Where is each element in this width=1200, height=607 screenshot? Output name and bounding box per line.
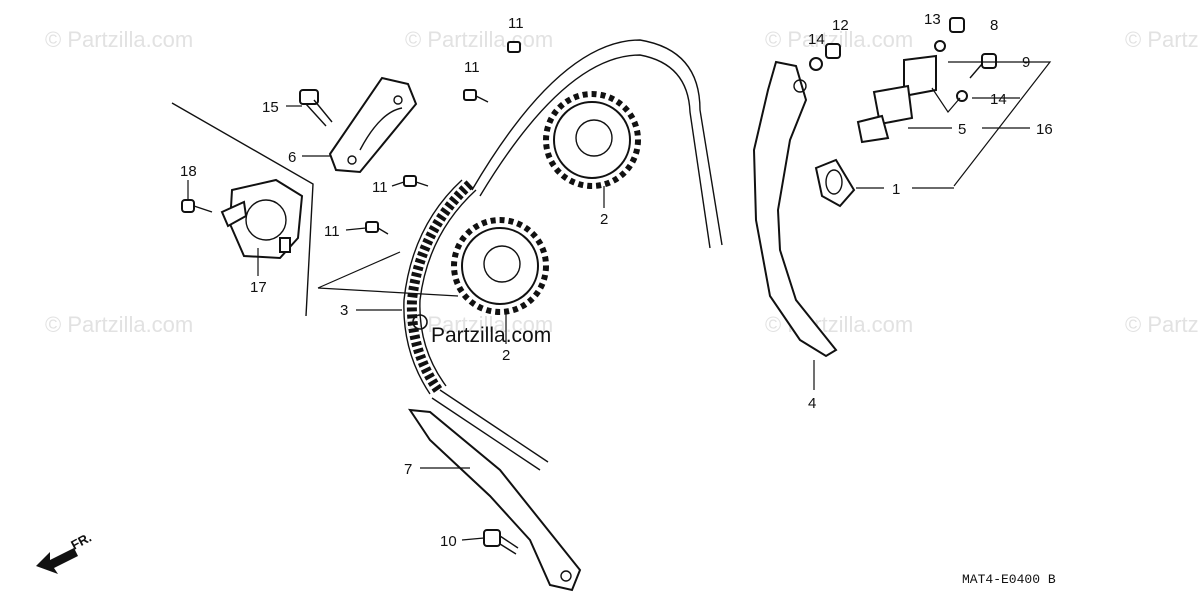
bolt-10-illustration xyxy=(483,529,519,555)
callout-labels: 11 11 15 6 11 11 18 17 3 2 2 7 10 14 12 … xyxy=(180,11,1053,550)
callout-11: 11 xyxy=(324,223,340,240)
callout-1: 1 xyxy=(892,181,900,198)
callout-8: 8 xyxy=(990,17,998,34)
watermark: © Partzilla.com xyxy=(45,27,193,52)
callout-2: 2 xyxy=(502,347,510,364)
callout-4: 4 xyxy=(808,395,816,412)
sprocket-2-lower-illustration xyxy=(451,217,549,315)
callout-7: 7 xyxy=(404,461,412,478)
plate-17-illustration xyxy=(220,178,304,260)
chain-guide-7-illustration xyxy=(407,408,582,592)
callout-17: 17 xyxy=(250,279,267,296)
bracket-6-illustration xyxy=(328,76,418,174)
gasket-1-illustration xyxy=(814,158,856,208)
watermark: © Partzilla.com xyxy=(405,312,553,337)
bolt-18-illustration xyxy=(181,199,213,213)
callout-6: 6 xyxy=(288,149,296,166)
sprocket-2-upper-illustration xyxy=(543,91,641,189)
callout-16: 16 xyxy=(1036,121,1053,138)
callout-15: 15 xyxy=(262,99,279,116)
bolt-15-illustration xyxy=(299,89,333,127)
callout-10: 10 xyxy=(440,533,457,550)
watermark: © Partzilla.com xyxy=(1125,27,1200,52)
tensioner-arm-4-illustration xyxy=(752,60,838,358)
callout-9: 9 xyxy=(1022,54,1030,71)
center-brand-text: Partzilla.com xyxy=(431,324,551,347)
bolts-11-illustration xyxy=(365,41,521,235)
callout-5: 5 xyxy=(958,121,966,138)
callout-12: 12 xyxy=(832,17,849,34)
callout-3: 3 xyxy=(340,302,348,319)
cam-chain-3-illustration xyxy=(403,179,477,395)
callout-14: 14 xyxy=(808,31,825,48)
callout-11: 11 xyxy=(372,179,388,196)
watermark-layer: © Partzilla.com © Partzilla.com © Partzi… xyxy=(45,27,1200,337)
callout-14: 14 xyxy=(990,91,1007,108)
engine-cover-outline xyxy=(171,102,314,317)
tensioner-5-illustration xyxy=(856,54,937,144)
bolt-8-13-illustration xyxy=(934,17,965,52)
front-direction-indicator: FR. xyxy=(36,530,94,574)
washer-14-upper-illustration xyxy=(809,57,823,71)
diagram-code: MAT4-E0400 B xyxy=(962,572,1056,587)
callout-11: 11 xyxy=(508,15,524,32)
callout-13: 13 xyxy=(924,11,941,28)
center-brand-mark: Partzilla.com xyxy=(412,314,551,347)
leader-lines xyxy=(187,61,1052,541)
watermark: © Partzilla.com xyxy=(1125,312,1200,337)
bolt-9-illustration xyxy=(969,53,997,79)
watermark: © Partzilla.com xyxy=(45,312,193,337)
front-arrow-icon xyxy=(36,548,78,574)
watermark: © Partzilla.com xyxy=(405,27,553,52)
callout-18: 18 xyxy=(180,163,197,180)
callout-2: 2 xyxy=(600,211,608,228)
chain-loop-lines xyxy=(431,39,723,471)
callout-11: 11 xyxy=(464,59,480,76)
bolt-12-illustration xyxy=(825,43,841,59)
